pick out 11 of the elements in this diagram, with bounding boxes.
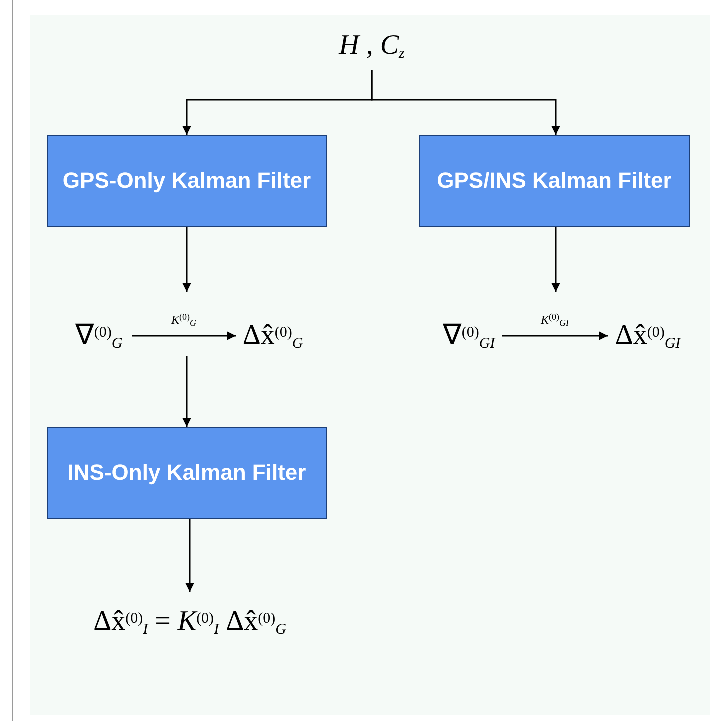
filter-box: INS-Only Kalman Filter (47, 427, 327, 519)
arrow (371, 70, 560, 135)
filter-box: GPS-Only Kalman Filter (47, 135, 327, 227)
arrow (552, 227, 560, 292)
arrow (182, 356, 192, 427)
filter-box: GPS/INS Kalman Filter (419, 135, 690, 227)
arrow (132, 332, 236, 340)
arrow (502, 332, 608, 340)
arrow (182, 227, 192, 292)
formula: H , C$_{z}$ (312, 22, 432, 70)
arrow (186, 519, 194, 592)
